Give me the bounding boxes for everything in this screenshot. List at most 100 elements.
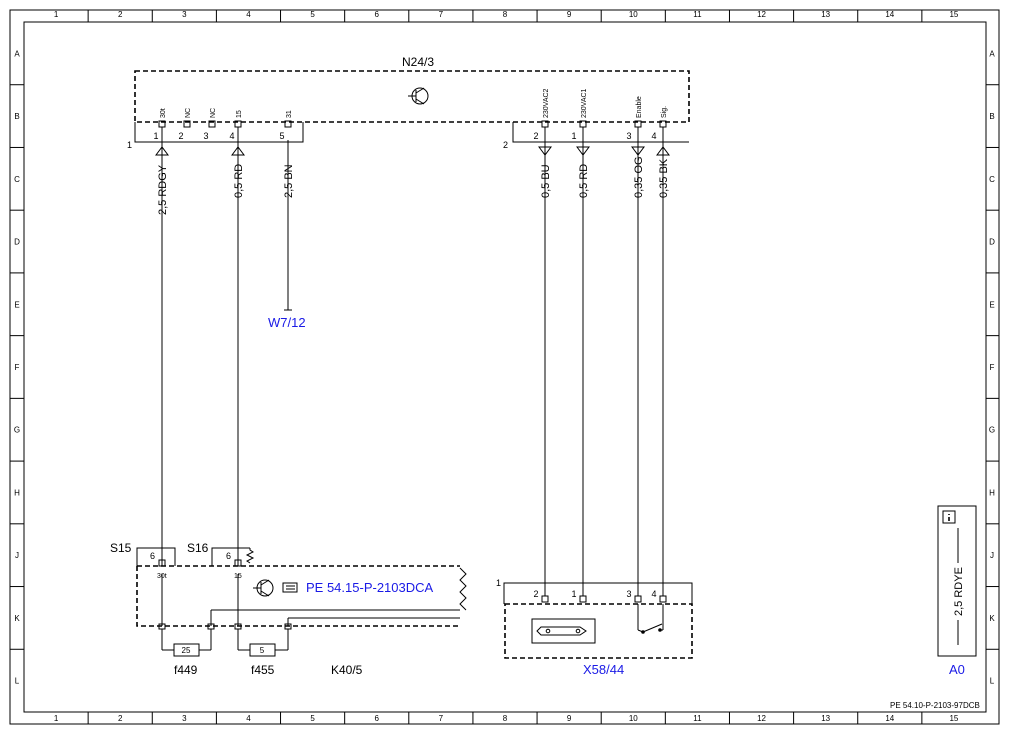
grid-column-label: 14: [885, 714, 894, 723]
grid-column-label: 9: [567, 714, 572, 723]
document-reference: PE 54.10-P-2103-97DCB: [890, 701, 980, 710]
grid-column-label: 2: [118, 714, 123, 723]
grid-row-label: F: [15, 363, 20, 372]
legend-box: [937, 505, 977, 657]
module-k40-box: [136, 565, 460, 627]
signal-input-arrow-icon: [231, 146, 245, 156]
grid-row-label: J: [990, 551, 994, 560]
module-k40-5: S15 S16 6 6 30t 15 PE 54.15-P-2103DCA: [110, 541, 467, 677]
grid-row-label: B: [989, 112, 994, 121]
module-k40-break-edge: [459, 567, 467, 611]
inner-frame: [23, 21, 987, 713]
wire-spec-label: 0,5 BU: [540, 164, 552, 198]
grid-row-label: L: [990, 677, 995, 686]
connector-1-label: 1: [127, 140, 132, 150]
signal-output-arrow-icon: [631, 146, 645, 156]
s16-pin-number: 6: [226, 551, 231, 561]
module-k40-label: K40/5: [331, 663, 363, 677]
pin-number: 4: [651, 131, 656, 141]
electronic-module-icon: [253, 579, 274, 597]
grid-row-label: B: [14, 112, 19, 121]
grid-column-label: 11: [693, 10, 702, 19]
pin-number: 4: [651, 589, 656, 599]
grid-column-label: 6: [375, 10, 380, 19]
legend-ref-link[interactable]: A0: [949, 662, 965, 677]
grid-row-label: H: [989, 488, 995, 497]
signal-input-arrow-icon: [656, 146, 670, 156]
s16-resistor-icon: [245, 548, 255, 564]
pin-number: 3: [626, 589, 631, 599]
fuse-f449-label: f449: [174, 663, 198, 677]
pin-name: 230VAC1: [581, 88, 588, 118]
pin-name: NC: [185, 108, 192, 118]
grid-row-label: A: [14, 49, 20, 58]
electronic-module-icon: [408, 87, 429, 105]
pin-number: 3: [626, 131, 631, 141]
grid-column-label: 15: [949, 10, 958, 19]
grid-column-label: 15: [949, 714, 958, 723]
module-n24-label: N24/3: [402, 55, 434, 69]
grid-row-label: F: [990, 363, 995, 372]
pin-number: 1: [571, 589, 576, 599]
grid-row-label: J: [15, 551, 19, 560]
ground-ref-link[interactable]: W7/12: [268, 315, 306, 330]
wire-legend: 2,5 RDYE A0: [937, 505, 977, 677]
pin-name: 31: [286, 110, 293, 118]
pin-terminal: [183, 120, 191, 128]
grid-column-label: 5: [310, 10, 315, 19]
grid-row-label: D: [14, 238, 20, 247]
connector-s16-label: S16: [187, 541, 209, 555]
pin-number: 1: [153, 131, 158, 141]
grid-row-label: E: [14, 300, 19, 309]
pin-number: 2: [533, 131, 538, 141]
grid-column-label: 5: [310, 714, 315, 723]
fuse-f455-body: [249, 643, 276, 657]
grid-row-label: C: [989, 175, 995, 184]
pin-terminal: [284, 120, 292, 128]
reference-link-k40[interactable]: PE 54.15-P-2103DCA: [306, 580, 434, 595]
s16-bracket: [211, 547, 250, 566]
grid-column-label: 3: [182, 714, 187, 723]
pin-terminal: [541, 595, 549, 603]
fuse-f455-rating: 5: [260, 646, 265, 655]
fuse-f449: 25: [158, 623, 215, 657]
pin-number: 5: [279, 131, 284, 141]
pin-name: Enable: [636, 96, 643, 118]
grid-row-label: G: [989, 426, 995, 435]
grid-markers: 1122334455667788991010111112121313141415…: [10, 10, 999, 724]
connector-s15-label: S15: [110, 541, 132, 555]
pin-name: 15: [236, 110, 243, 118]
pin-terminal: [634, 595, 642, 603]
grid-column-label: 10: [629, 10, 638, 19]
grid-column-label: 8: [503, 714, 508, 723]
grid-row-label: C: [14, 175, 20, 184]
fuse-f455: 5: [234, 623, 292, 657]
info-icon: [942, 510, 956, 524]
grid-column-label: 13: [821, 714, 830, 723]
grid-column-label: 4: [246, 714, 251, 723]
x58-box: [504, 603, 693, 659]
pin-terminal: [659, 595, 667, 603]
grid-row-label: H: [14, 488, 20, 497]
wire-spec-label: 0,35 BK: [658, 158, 670, 198]
pin-number: 4: [229, 131, 234, 141]
grid-column-label: 7: [439, 10, 444, 19]
grid-row-label: A: [989, 49, 995, 58]
pin-number: 3: [203, 131, 208, 141]
pin-name: NC: [210, 108, 217, 118]
grid-row-label: D: [989, 238, 995, 247]
grid-column-label: 1: [54, 10, 59, 19]
x58-label-link[interactable]: X58/44: [583, 662, 624, 677]
wire-spec-label: 0,5 RD: [578, 164, 590, 198]
wire-spec-label: 0,35 OG: [633, 156, 645, 198]
grid-column-label: 11: [693, 714, 702, 723]
reference-hand-icon: [282, 582, 298, 593]
grid-column-label: 12: [757, 714, 766, 723]
grid-column-label: 1: [54, 714, 59, 723]
connector-1-bracket: [134, 122, 304, 143]
grid-column-label: 14: [885, 10, 894, 19]
grid-column-label: 9: [567, 10, 572, 19]
wire-spec-label: 2,5 BN: [283, 164, 295, 198]
pin-name: Sig.: [661, 106, 668, 118]
